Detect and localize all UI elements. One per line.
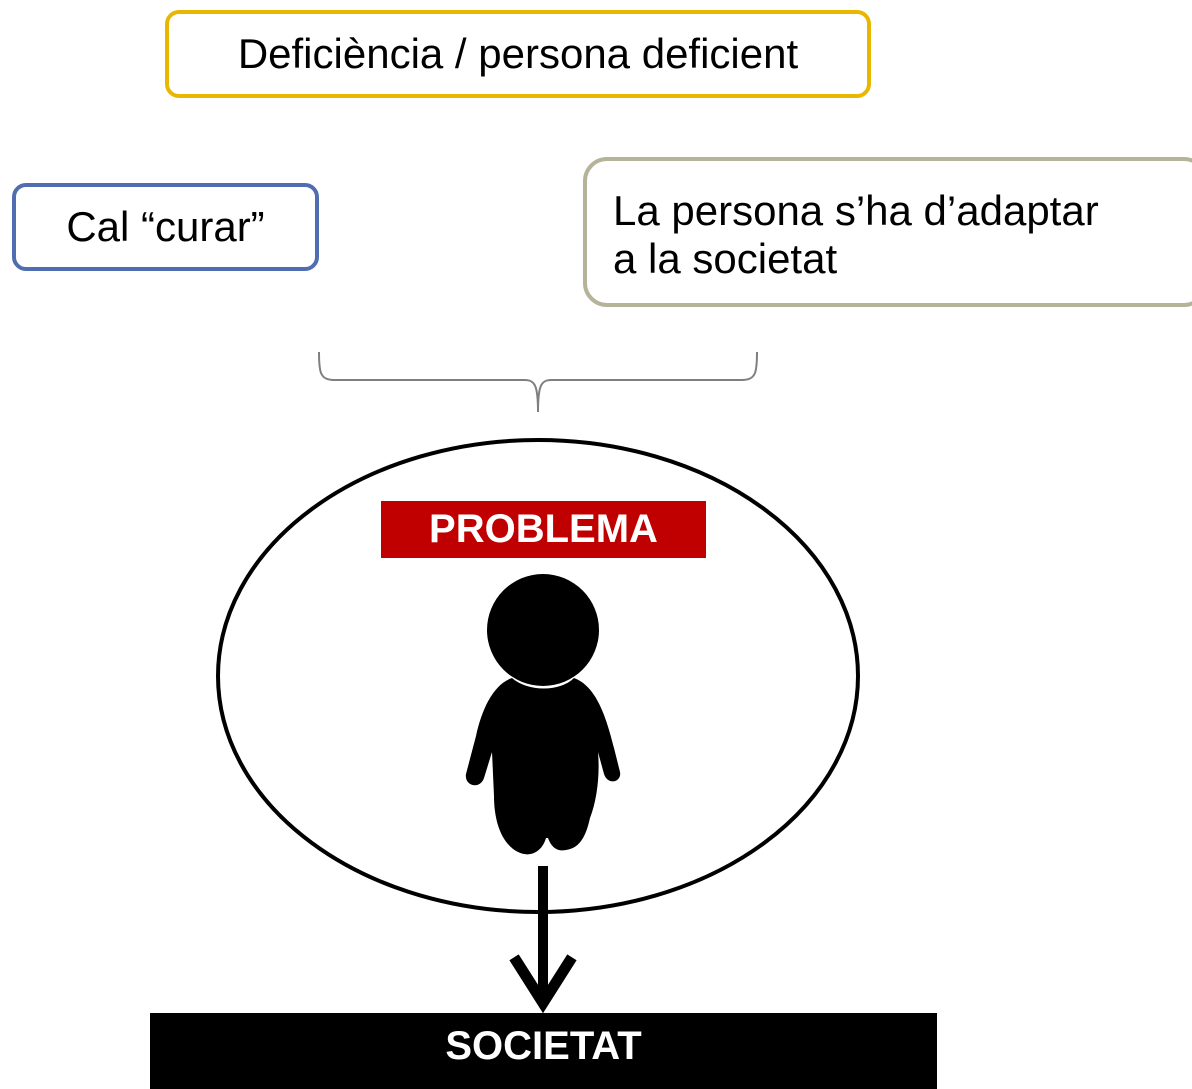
cure-box: Cal “curar” [12, 183, 319, 271]
deficiency-box: Deficiència / persona deficient [165, 10, 871, 98]
person-icon [465, 574, 621, 855]
cure-text: Cal “curar” [66, 203, 265, 250]
adapt-text-line-2: a la societat [613, 235, 838, 282]
problem-label: PROBLEMA [381, 501, 706, 558]
deficiency-text: Deficiència / persona deficient [237, 30, 799, 77]
adapt-box: La persona s’ha d’adaptar a la societat [583, 157, 1192, 307]
arrow-down-icon [509, 866, 577, 1014]
society-bar: SOCIETAT [150, 1013, 937, 1089]
curly-brace [318, 351, 758, 413]
adapt-text-line-1: La persona s’ha d’adaptar [613, 187, 1099, 234]
